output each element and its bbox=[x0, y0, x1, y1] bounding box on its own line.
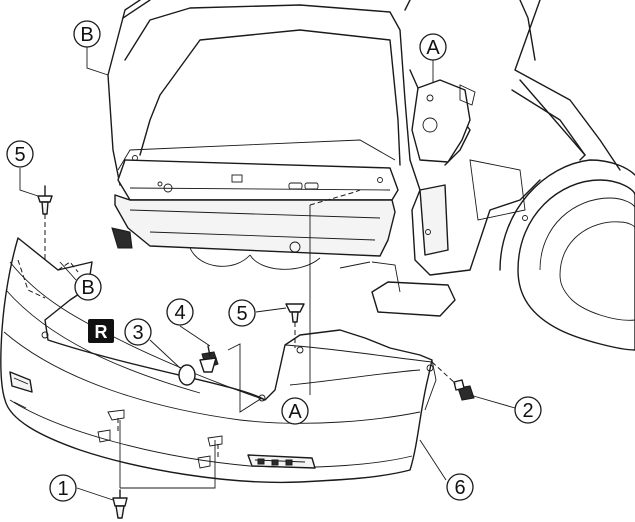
callout-3-label: 3 bbox=[132, 322, 143, 344]
reuse-badge-label: R bbox=[95, 322, 108, 342]
callout-1: 1 bbox=[49, 474, 77, 502]
callout-b-middle: B bbox=[74, 273, 102, 301]
fastener-clip-1 bbox=[112, 489, 128, 519]
rear-bumper-cover bbox=[0, 237, 437, 484]
callout-b-top: B bbox=[73, 20, 101, 48]
callout-a-bottom-label: A bbox=[288, 401, 302, 423]
fastener-clip-5-middle bbox=[285, 303, 305, 323]
callout-4-label: 4 bbox=[174, 302, 185, 324]
fastener-clip-5-left bbox=[37, 185, 53, 215]
grommet-3 bbox=[178, 364, 196, 386]
callout-4: 4 bbox=[166, 298, 194, 326]
callout-2-label: 2 bbox=[522, 400, 533, 422]
callout-b-top-label: B bbox=[80, 24, 93, 46]
fastener-bolt-4 bbox=[199, 345, 219, 373]
fastener-screw-2 bbox=[453, 379, 475, 401]
callout-a-top: A bbox=[419, 33, 447, 61]
callout-5-middle-label: 5 bbox=[236, 303, 247, 325]
callout-a-top-label: A bbox=[426, 37, 440, 59]
callout-6-label: 6 bbox=[454, 477, 465, 499]
callout-6: 6 bbox=[446, 473, 474, 501]
reuse-badge: R bbox=[88, 319, 114, 343]
vehicle-body bbox=[107, 0, 635, 351]
callout-5-left-label: 5 bbox=[14, 144, 25, 166]
callout-a-bottom: A bbox=[281, 397, 309, 425]
leader-lines bbox=[17, 45, 516, 501]
callout-5-middle: 5 bbox=[228, 299, 256, 327]
callout-b-middle-label: B bbox=[81, 277, 94, 299]
callout-2: 2 bbox=[514, 396, 542, 424]
callout-3: 3 bbox=[124, 318, 152, 346]
callout-5-left: 5 bbox=[6, 140, 34, 168]
callout-1-label: 1 bbox=[57, 478, 68, 500]
